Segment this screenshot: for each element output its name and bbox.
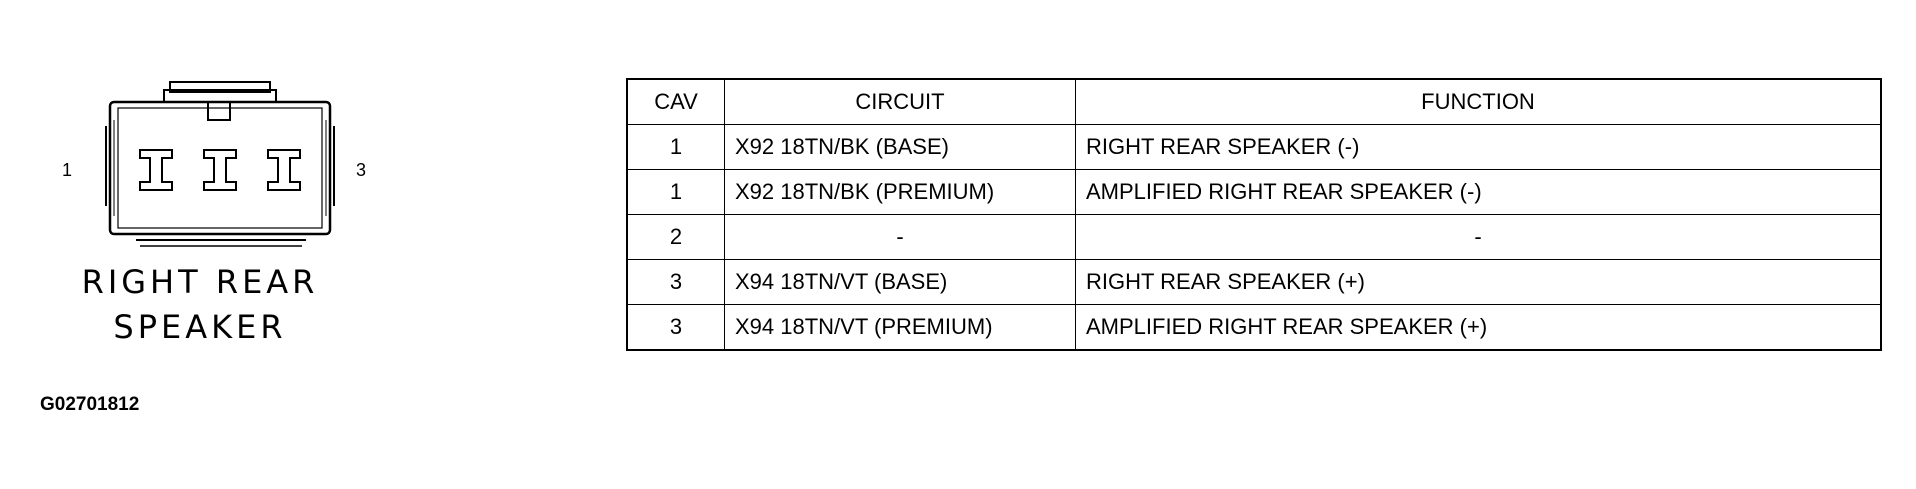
cell-function: AMPLIFIED RIGHT REAR SPEAKER (+): [1075, 304, 1882, 351]
cell-circuit: -: [724, 214, 1076, 260]
cell-circuit: X92 18TN/BK (PREMIUM): [724, 169, 1076, 215]
cell-cav: 1: [626, 169, 725, 215]
connector-name-line2: SPEAKER: [113, 308, 287, 346]
table-row: 2 - -: [626, 214, 1882, 260]
table-row: 1 X92 18TN/BK (PREMIUM) AMPLIFIED RIGHT …: [626, 169, 1882, 215]
connector-body-drawing: [105, 81, 335, 247]
cell-circuit: X94 18TN/VT (PREMIUM): [724, 304, 1076, 351]
cell-cav: 3: [626, 259, 725, 305]
header-cav: CAV: [626, 78, 725, 125]
cell-function: -: [1075, 214, 1882, 260]
cell-function: RIGHT REAR SPEAKER (+): [1075, 259, 1882, 305]
cell-function: AMPLIFIED RIGHT REAR SPEAKER (-): [1075, 169, 1882, 215]
cell-circuit: X94 18TN/VT (BASE): [724, 259, 1076, 305]
cavity-2: [203, 149, 237, 191]
header-circuit: CIRCUIT: [724, 78, 1076, 125]
pin-label-right: 3: [356, 160, 367, 180]
cell-function: RIGHT REAR SPEAKER (-): [1075, 124, 1882, 170]
header-function: FUNCTION: [1075, 78, 1882, 125]
pin-label-left: 1: [62, 160, 73, 180]
cavity-1: [139, 149, 173, 191]
cell-cav: 1: [626, 124, 725, 170]
connector-diagram: 1 3 RIGHT REAR SPEAKER: [40, 60, 400, 380]
cavity-3: [267, 149, 301, 191]
cell-cav: 2: [626, 214, 725, 260]
cell-cav: 3: [626, 304, 725, 351]
table-header-row: CAV CIRCUIT FUNCTION: [626, 78, 1882, 125]
pinout-table: CAV CIRCUIT FUNCTION 1 X92 18TN/BK (BASE…: [626, 78, 1882, 351]
cell-circuit: X92 18TN/BK (BASE): [724, 124, 1076, 170]
table-row: 3 X94 18TN/VT (BASE) RIGHT REAR SPEAKER …: [626, 259, 1882, 305]
figure-id: G02701812: [40, 394, 140, 415]
connector-name-line1: RIGHT REAR: [81, 263, 319, 301]
table-row: 3 X94 18TN/VT (PREMIUM) AMPLIFIED RIGHT …: [626, 304, 1882, 351]
table-row: 1 X92 18TN/BK (BASE) RIGHT REAR SPEAKER …: [626, 124, 1882, 170]
